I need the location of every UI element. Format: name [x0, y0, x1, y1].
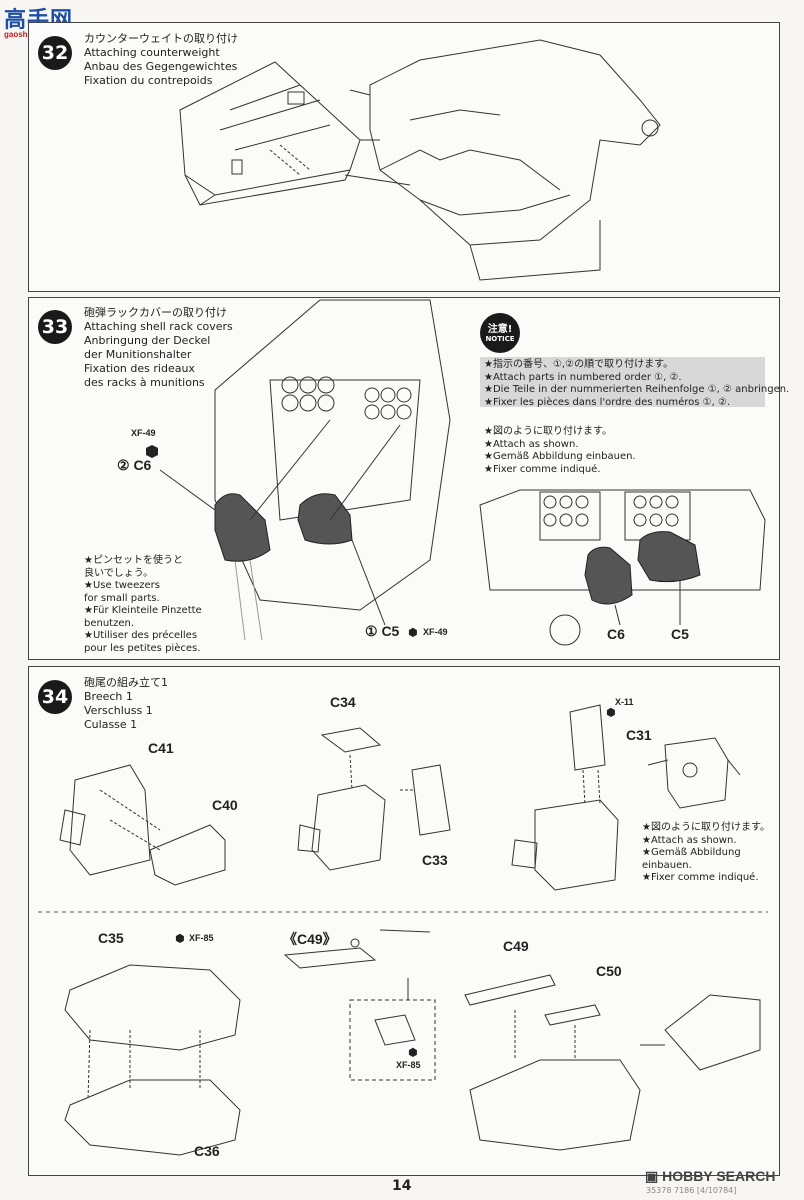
- detail-label-c6: C6: [607, 626, 625, 642]
- step-33-title-fr-1: Fixation des rideaux: [84, 362, 195, 375]
- paint-label-xf85-b: XF-85: [396, 1060, 421, 1070]
- paint-label-xf85-a: XF-85: [189, 933, 214, 943]
- part-label-c36: C36: [194, 1143, 220, 1159]
- tweezers-note-line: ★Utiliser des précelles: [84, 630, 198, 641]
- notice-badge-jp: 注意!: [487, 324, 513, 335]
- part-label-c41: C41: [148, 740, 174, 756]
- attach-note-33-jp: ★図のように取り付けます。: [484, 426, 612, 437]
- part-label-c33: C33: [422, 852, 448, 868]
- tweezers-note-line: pour les petites pièces.: [84, 642, 201, 654]
- step-32-title-en: Attaching counterweight: [84, 46, 220, 59]
- paint-label-x11: X-11: [615, 697, 634, 707]
- notice-badge: 注意! NOTICE: [480, 313, 520, 353]
- order-note-box: [480, 357, 765, 407]
- paint-label-xf49-top: XF-49: [131, 428, 156, 438]
- tweezers-note-line: ★ピンセットを使うと: [84, 555, 183, 566]
- order-note-en: ★Attach parts in numbered order ①, ②.: [484, 371, 682, 383]
- step-32-title-de: Anbau des Gegengewichtes: [84, 60, 238, 73]
- site-logo-sub: gaoshou.net: [4, 30, 73, 39]
- part-label-c40: C40: [212, 797, 238, 813]
- step-34-title-jp: 砲尾の組み立て1: [84, 676, 168, 689]
- step-33-titles: 砲弾ラックカバーの取り付け Attaching shell rack cover…: [84, 306, 233, 390]
- step-34-title-en: Breech 1: [84, 690, 133, 703]
- footer-code: 35378 7186 [4/10784]: [646, 1186, 737, 1195]
- page-number: 14: [392, 1178, 412, 1194]
- step-34-title-de: Verschluss 1: [84, 704, 153, 717]
- part-label-c49: C49: [503, 938, 529, 954]
- step-33-title-jp: 砲弾ラックカバーの取り付け: [84, 306, 227, 319]
- attach-note-34-line: einbauen.: [642, 859, 692, 871]
- step-34-number: 34: [38, 680, 72, 714]
- attach-note-33-de: ★Gemäß Abbildung einbauen.: [484, 451, 636, 462]
- paint-hex-icon: ⬢: [408, 1046, 418, 1059]
- order-note-jp: ★指示の番号、①,②の順で取り付けます。: [484, 359, 674, 370]
- watermark-icon: ▣: [645, 1168, 659, 1184]
- detail-drawing: [479, 489, 766, 646]
- attach-note-33-fr: ★Fixer comme indiqué.: [484, 463, 601, 475]
- attach-note-34-line: ★Gemäß Abbildung: [642, 847, 741, 858]
- paint-hex-icon: [146, 445, 158, 458]
- tweezers-note-line: for small parts.: [84, 592, 160, 604]
- tweezers-note-line: ★Für Kleinteile Pinzette: [84, 605, 202, 616]
- paint-hex-icon: ⬢: [606, 706, 616, 719]
- watermark: ▣ HOBBY SEARCH: [645, 1168, 775, 1185]
- part-label-c34: C34: [330, 694, 356, 710]
- paint-hex-icon: ⬢: [408, 626, 418, 639]
- attach-note-33: ★図のように取り付けます。 ★Attach as shown. ★Gemäß A…: [484, 426, 636, 476]
- step-33-title-de-1: Anbringung der Deckel: [84, 334, 211, 347]
- counterweight-drawing: [179, 61, 361, 206]
- order-note-de: ★Die Teile in der nummerierten Reihenfol…: [484, 384, 790, 395]
- order-note-fr: ★Fixer les pièces dans l'ordre des numér…: [484, 396, 731, 408]
- step-32-title-jp: カウンターウェイトの取り付け: [84, 32, 238, 45]
- attach-note-34: ★図のように取り付けます。 ★Attach as shown. ★Gemäß A…: [642, 822, 770, 885]
- part-label-c6: ② C6: [117, 457, 152, 473]
- step-32-panel: [28, 22, 780, 292]
- detail-label-c5: C5: [671, 626, 689, 642]
- part-label-c31: C31: [626, 727, 652, 743]
- step-32-titles: カウンターウェイトの取り付け Attaching counterweight A…: [84, 32, 238, 88]
- tweezers-note-line: ★Use tweezers: [84, 580, 160, 591]
- notice-badge-en: NOTICE: [485, 335, 515, 343]
- step-33-title-fr-2: des racks à munitions: [84, 376, 205, 389]
- tweezers-note-line: 良いでしょう。: [84, 567, 154, 579]
- part-label-c50: C50: [596, 963, 622, 979]
- step-32-number: 32: [38, 36, 72, 70]
- breech-drawing: [59, 704, 761, 1156]
- step-33-number: 33: [38, 310, 72, 344]
- watermark-text: HOBBY SEARCH: [662, 1168, 776, 1184]
- tweezers-note: ★ピンセットを使うと 良いでしょう。 ★Use tweezers for sma…: [84, 555, 202, 655]
- paint-hex-icon: ⬢: [175, 932, 185, 945]
- paint-label-xf49-c5: XF-49: [423, 627, 448, 637]
- step-33-title-de-2: der Munitionshalter: [84, 348, 192, 361]
- step-34-title-fr: Culasse 1: [84, 718, 138, 731]
- order-note: ★指示の番号、①,②の順で取り付けます。 ★Attach parts in nu…: [484, 359, 789, 409]
- part-label-c49-bracket: 《C49》: [283, 931, 337, 947]
- step-34-panel: [28, 666, 780, 1176]
- step-32-title-fr: Fixation du contrepoids: [84, 74, 213, 87]
- attach-note-34-line: ★Attach as shown.: [642, 834, 737, 846]
- part-label-c5: ① C5: [365, 623, 400, 639]
- step-33-title-en: Attaching shell rack covers: [84, 320, 233, 333]
- step-34-titles: 砲尾の組み立て1 Breech 1 Verschluss 1 Culasse 1: [84, 676, 168, 732]
- part-label-c35: C35: [98, 930, 124, 946]
- attach-note-34-line: ★Fixer comme indiqué.: [642, 872, 759, 883]
- attach-note-34-line: ★図のように取り付けます。: [642, 822, 770, 833]
- attach-note-33-en: ★Attach as shown.: [484, 438, 579, 450]
- turret-rear-drawing: [344, 39, 661, 281]
- tweezers-note-line: benutzen.: [84, 617, 135, 629]
